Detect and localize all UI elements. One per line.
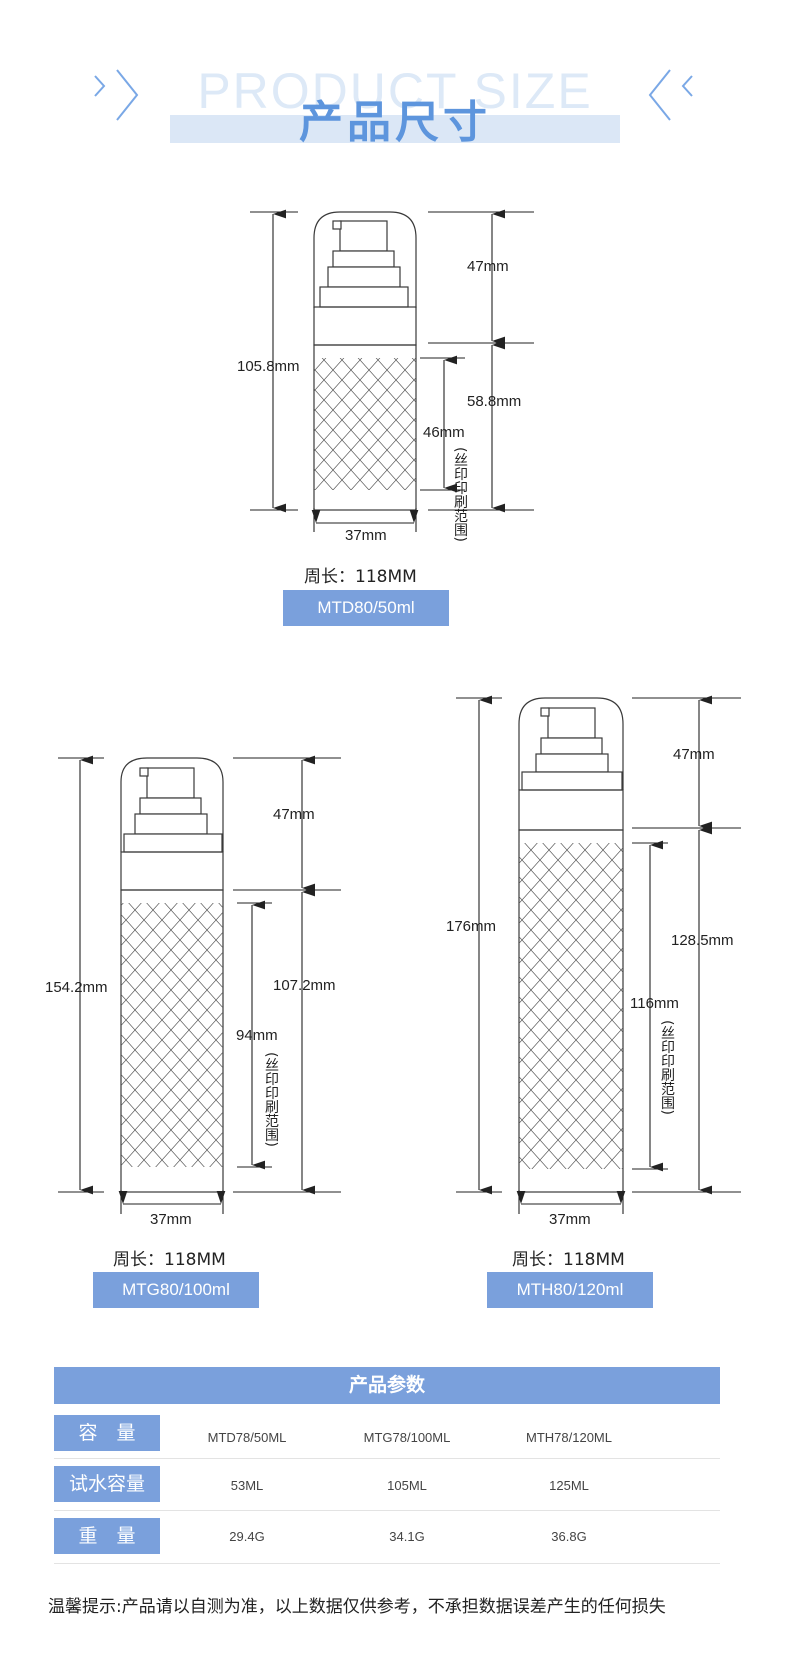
print-height-label: 46mm (423, 424, 465, 441)
print-height-label: 116mm (630, 995, 679, 1012)
bottle-drawing-mtg (120, 757, 224, 1193)
chevron-left-icon (648, 69, 693, 121)
table-cell: MTH78/120ML (526, 1430, 612, 1445)
perimeter-label: 周长：118MM (304, 567, 417, 587)
cap-height-label: 47mm (273, 806, 315, 823)
title-highlight-bar (170, 115, 620, 143)
table-cell: 34.1G (389, 1529, 425, 1544)
row-divider (54, 1510, 720, 1511)
table-cell: 53ML (230, 1478, 264, 1493)
dimension-lines-mtg (58, 755, 341, 1214)
width-label: 37mm (549, 1211, 591, 1228)
row-label-water-capacity: 试水容量 (54, 1466, 160, 1502)
body-height-label: 128.5mm (671, 932, 734, 949)
total-height-label: 154.2mm (45, 979, 108, 996)
print-area-note: (丝印印刷范围) (452, 447, 468, 542)
row-label-weight: 重 量 (54, 1518, 160, 1554)
disclaimer-note: 温馨提示:产品请以自测为准，以上数据仅供参考，不承担数据误差产生的任何损失 (48, 1597, 666, 1617)
print-height-label: 94mm (236, 1027, 278, 1044)
total-height-label: 105.8mm (237, 358, 300, 375)
table-cell: MTD78/50ML (207, 1430, 287, 1445)
chevron-right-icon (94, 69, 139, 121)
total-height-label: 176mm (446, 918, 497, 935)
model-tag: MTG80/100ml (93, 1272, 259, 1308)
dimension-lines-mtd (250, 209, 534, 532)
bottle-drawing-mth (518, 697, 624, 1193)
perimeter-label: 周长：118MM (113, 1250, 226, 1270)
table-cell: 125ML (549, 1478, 589, 1493)
cap-height-label: 47mm (467, 258, 509, 275)
technical-drawings (58, 209, 741, 1214)
bottle-drawing-mtd (313, 211, 417, 511)
width-label: 37mm (345, 527, 387, 544)
row-divider (54, 1563, 720, 1564)
table-cell: 29.4G (229, 1529, 265, 1544)
model-tag: MTH80/120ml (487, 1272, 653, 1308)
header-decoration (94, 69, 693, 121)
row-label-capacity: 容 量 (54, 1415, 160, 1451)
params-table-title: 产品参数 (54, 1367, 720, 1404)
body-height-label: 107.2mm (273, 977, 336, 994)
header-background-word: PRODUCT SIZE (197, 63, 593, 119)
print-area-note: (丝印印刷范围) (263, 1052, 279, 1147)
page-title: 产品尺寸 (299, 97, 491, 148)
cap-height-label: 47mm (673, 746, 715, 763)
dimension-lines-mth (456, 695, 741, 1214)
table-cell: MTG78/100ML (363, 1430, 451, 1445)
body-height-label: 58.8mm (467, 393, 522, 410)
table-cell: 36.8G (551, 1529, 587, 1544)
width-label: 37mm (150, 1211, 192, 1228)
model-tag: MTD80/50ml (283, 590, 449, 626)
table-cell: 105ML (387, 1478, 427, 1493)
print-area-note: (丝印印刷范围) (659, 1020, 675, 1115)
perimeter-label: 周长：118MM (512, 1250, 625, 1270)
row-divider (54, 1458, 720, 1459)
